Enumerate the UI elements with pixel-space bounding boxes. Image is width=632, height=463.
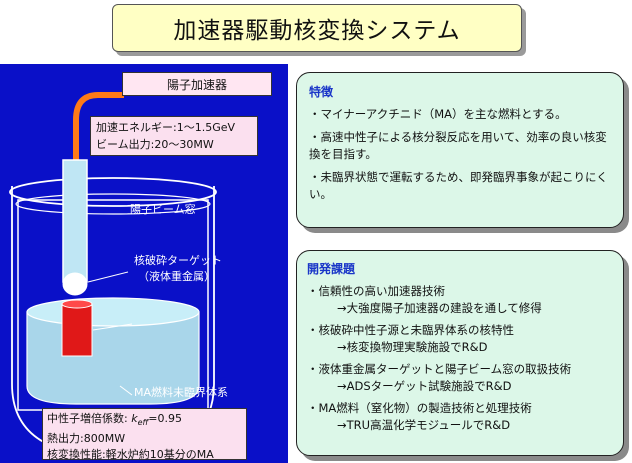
accelerator-label: 陽子加速器 bbox=[122, 72, 272, 96]
issue-subitem: →大強度陽子加速器の建設を通して修得 bbox=[337, 301, 542, 315]
performance-box: 中性子増倍係数: keff=0.95 熱出力:800MW 核変換性能:軽水炉約1… bbox=[42, 408, 247, 462]
issues-panel: 開発課題 ・信頼性の高い加速器技術 →大強度陽子加速器の建設を通して修得 ・核破… bbox=[296, 250, 624, 456]
target-top bbox=[61, 299, 93, 309]
thermal-output: 熱出力:800MW bbox=[47, 432, 126, 446]
vessel-inner-rim bbox=[15, 193, 211, 215]
feature-item: ・未臨界状態で運転するため、即発臨界事象が起こりにくい。 bbox=[309, 170, 608, 201]
issue-item: ・MA燃料（窒化物）の製造技術と処理技術 bbox=[307, 401, 532, 415]
proton-beam-line bbox=[73, 92, 124, 162]
k-symbol: k bbox=[131, 412, 138, 425]
issue-subitem: →ADSターゲット試験施設でR&D bbox=[337, 379, 512, 393]
accelerator-spec-box: 加速エネルギー:1～1.5GeV ビーム出力:20～30MW bbox=[90, 116, 258, 156]
beam-pipe bbox=[62, 159, 88, 283]
beam-window-label: 陽子ビーム窓 bbox=[130, 203, 196, 216]
features-heading: 特徴 bbox=[309, 85, 334, 99]
target-label-line1: 核破砕ターゲット bbox=[134, 254, 222, 267]
issue-subitem: →TRU高温化学モジュールでR&D bbox=[337, 418, 511, 432]
issue-subitem: →核変換物理実験施設でR&D bbox=[337, 340, 488, 354]
beam-power: ビーム出力:20～30MW bbox=[96, 138, 214, 151]
neutron-multiplication: 中性子増倍係数: keff=0.95 bbox=[47, 412, 182, 428]
issue-item: ・信頼性の高い加速器技術 bbox=[307, 284, 445, 298]
blanket-surface bbox=[26, 297, 200, 327]
issue-item: ・液体重金属ターゲットと陽子ビーム窓の取扱技術 bbox=[307, 362, 572, 376]
feature-item: ・マイナーアクチニド（MA）を主な燃料とする。 bbox=[309, 107, 567, 121]
blanket-leader bbox=[119, 385, 133, 396]
issue-item: ・核破砕中性子源と未臨界体系の核特性 bbox=[307, 323, 514, 337]
vessel-top-rim bbox=[9, 177, 217, 207]
beam-window bbox=[62, 272, 88, 296]
features-panel: 特徴 ・マイナーアクチニド（MA）を主な燃料とする。 ・高速中性子による核分裂反… bbox=[296, 72, 624, 228]
k-subscript: eff bbox=[137, 418, 149, 428]
target-label-line2: （液体重金属） bbox=[138, 270, 215, 283]
transmutation-performance: 核変換性能:軽水炉約10基分のMA bbox=[47, 448, 214, 462]
accel-energy: 加速エネルギー:1～1.5GeV bbox=[96, 121, 236, 134]
page-title: 加速器駆動核変換システム bbox=[112, 4, 522, 52]
feature-item: ・高速中性子による核分裂反応を用いて、効率の良い核変換を目指す。 bbox=[309, 130, 607, 161]
issues-heading: 開発課題 bbox=[307, 262, 356, 276]
blanket-label: MA燃料未臨界体系 bbox=[134, 386, 229, 399]
target-leader bbox=[92, 323, 133, 331]
window-leader bbox=[87, 271, 129, 283]
spallation-target bbox=[61, 303, 93, 357]
